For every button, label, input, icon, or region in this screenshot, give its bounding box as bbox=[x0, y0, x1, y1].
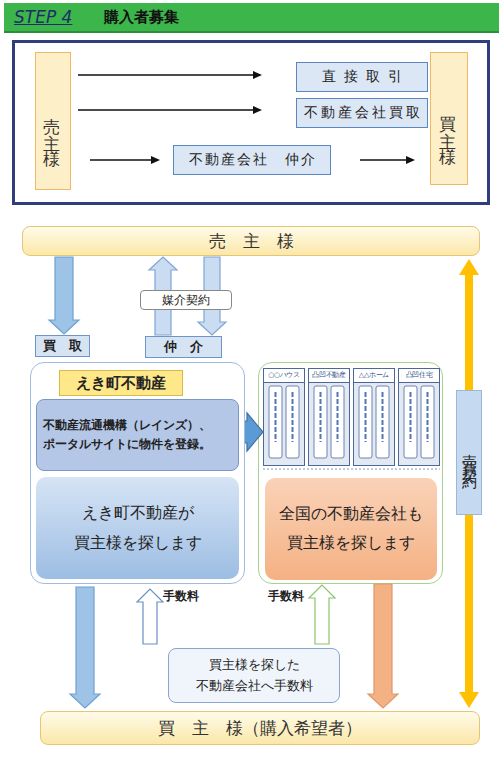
node-text: 不動産会社 仲介 bbox=[189, 151, 317, 169]
node-text: 買主様 bbox=[438, 103, 461, 151]
node-text: 凸凹不動産 bbox=[309, 369, 349, 383]
node-text: 不動産流通機構（レインズ）、 ポータルサイトに物件を登録。 bbox=[43, 416, 232, 454]
connector-arrow bbox=[90, 156, 160, 164]
connector-arrow bbox=[368, 584, 398, 708]
search-box: えき町不動産が 買主様を探します bbox=[36, 477, 239, 579]
node-text: 仲 介 bbox=[164, 338, 203, 356]
connector-arrow bbox=[309, 585, 335, 644]
party-box: 買主様 bbox=[430, 52, 468, 185]
node-text: 直接取引 bbox=[322, 68, 410, 86]
edge-label: 手数料 bbox=[268, 588, 304, 605]
node-text: 全国の不動産会社も 買主様を探します bbox=[265, 500, 437, 559]
connector-arrow bbox=[49, 257, 79, 334]
page-title: 購入者募集 bbox=[104, 8, 179, 27]
node-text: えき町不動産が 買主様を探します bbox=[36, 498, 239, 559]
node-text: △△ホーム bbox=[354, 369, 394, 383]
connector-arrow bbox=[78, 71, 262, 79]
node-text: ○○ハウス bbox=[264, 369, 304, 383]
method-box: 不動産会社買取 bbox=[296, 98, 428, 128]
node-text: 凸凹住宅 bbox=[399, 369, 439, 383]
agency-panel: えき町不動産不動産流通機構（レインズ）、 ポータルサイトに物件を登録。えき町不動… bbox=[30, 362, 245, 584]
header-bar: STEP 4 購入者募集 bbox=[4, 3, 499, 33]
connector-arrow bbox=[78, 106, 262, 114]
node-text: 不動産会社買取 bbox=[304, 104, 423, 122]
search-box: 全国の不動産会社も 買主様を探します bbox=[265, 478, 437, 580]
contract-box: 媒介契約 bbox=[140, 290, 232, 310]
party-box: 売主様 bbox=[35, 52, 71, 190]
node-text: 媒介契約 bbox=[162, 292, 210, 309]
route-box: 仲 介 bbox=[145, 336, 222, 358]
method-box: 直接取引 bbox=[296, 62, 428, 92]
node-text: 買主様を探した 不動産会社へ手数料 bbox=[169, 655, 339, 697]
node-text: 買 取 bbox=[43, 337, 82, 355]
node-text: 買 主 様（購入希望者） bbox=[158, 717, 362, 740]
connector-arrow bbox=[70, 587, 100, 708]
edge-label: 手数料 bbox=[163, 588, 199, 605]
contract-box: 売買契約 bbox=[456, 390, 482, 515]
listing-box: 不動産流通機構（レインズ）、 ポータルサイトに物件を登録。 bbox=[36, 399, 239, 471]
step-label: STEP 4 bbox=[14, 7, 72, 27]
buyer-band: 買 主 様（購入希望者） bbox=[40, 711, 480, 745]
node-text: 売主様 bbox=[42, 105, 65, 153]
node-text: 売買契約 bbox=[460, 442, 479, 470]
fee-box: 買主様を探した 不動産会社へ手数料 bbox=[168, 648, 340, 703]
node-text: 売 主 様 bbox=[209, 230, 294, 253]
node-text: えき町不動産 bbox=[59, 370, 183, 396]
route-box: 買 取 bbox=[35, 335, 90, 357]
connector-arrow bbox=[360, 156, 415, 164]
method-box: 不動産会社 仲介 bbox=[173, 145, 331, 175]
connector-arrow bbox=[137, 589, 163, 644]
seller-band: 売 主 様 bbox=[22, 226, 480, 256]
